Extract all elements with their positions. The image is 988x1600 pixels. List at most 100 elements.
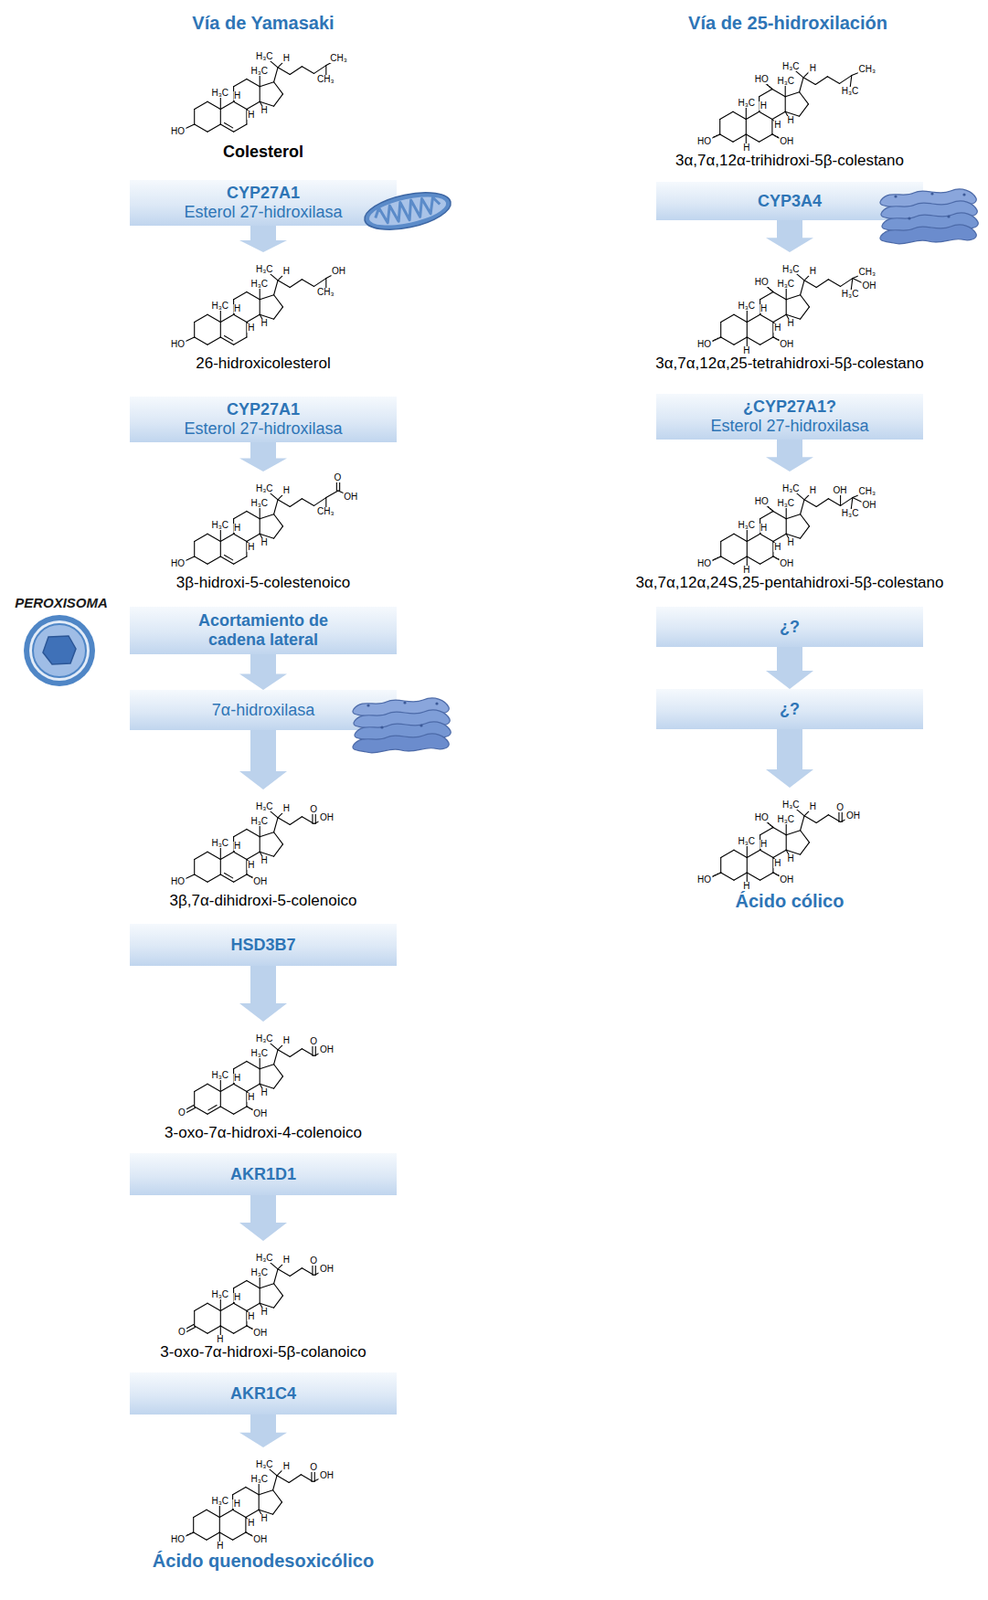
structure-formula: H₃COOHH₃CHH₃CHHHOHOH: [167, 1241, 361, 1344]
atom-label: H₃C: [254, 1034, 275, 1044]
chemical-bond: [193, 1083, 207, 1092]
atom-label: H₃C: [211, 520, 231, 531]
chemical-bond: [313, 65, 326, 75]
chemical-bond: [720, 541, 722, 557]
atom-label: H: [786, 854, 796, 864]
chemical-bond: [733, 872, 747, 881]
chemical-bond: [220, 851, 234, 860]
chemical-bond: [220, 533, 234, 542]
flow-arrow: [239, 1195, 287, 1242]
chemical-bond: [746, 849, 760, 858]
atom-label: HO: [754, 813, 770, 823]
chemical-bond: [259, 1490, 274, 1496]
chemical-bond: [839, 498, 852, 507]
chemical-bond: [746, 533, 760, 542]
compound-name: 3α,7α,12α,25-tetrahidroxi-5β-colestano: [655, 354, 924, 373]
atom-label: HO: [696, 559, 712, 569]
atom-label: H: [215, 1541, 224, 1552]
enzyme-name: Acortamiento de cadena lateral: [176, 611, 351, 649]
atom-label: OH: [252, 1535, 268, 1545]
atom-label: H: [233, 304, 242, 314]
atom-label: HO: [169, 127, 186, 137]
atom-label: CH₃: [858, 64, 878, 75]
chemical-bond: [258, 299, 260, 316]
chemical-bond: [839, 278, 852, 287]
atom-label: H₃C: [840, 509, 861, 519]
atom-label: O: [308, 1463, 319, 1473]
chemical-bond: [289, 499, 302, 508]
chemical-bond: [720, 872, 734, 881]
chemical-bond: [746, 314, 760, 322]
atom-label: H: [759, 304, 768, 314]
atom-label: H₃C: [737, 837, 757, 847]
atom-label: H₃C: [249, 499, 269, 509]
atom-label: HO: [169, 877, 186, 887]
chemical-bond: [273, 1064, 283, 1077]
chemical-bond: [273, 1076, 283, 1089]
chemical-bond: [289, 1475, 302, 1484]
flow-arrow: [765, 729, 814, 788]
atom-label: OH: [778, 137, 795, 147]
chemical-bond: [233, 533, 246, 542]
chemical-bond: [816, 815, 829, 824]
chemical-bond: [273, 1284, 283, 1297]
atom-label: H: [246, 860, 255, 871]
compound-name: Colesterol: [167, 141, 361, 162]
atom-label: H₃C: [840, 289, 861, 299]
atom-label: H: [773, 120, 782, 130]
atom-label: H: [808, 63, 818, 74]
atom-label: OH: [252, 1109, 268, 1119]
chemical-bond: [193, 533, 207, 542]
chemical-bond: [245, 510, 259, 519]
chemical-bond: [193, 1091, 195, 1107]
chemical-bond: [313, 498, 326, 507]
chemical-bond: [233, 291, 246, 299]
chemical-bond: [289, 279, 302, 288]
chemical-bond: [245, 1061, 259, 1069]
chemical-bond: [273, 307, 283, 319]
atom-label: H: [246, 323, 255, 333]
enzyme-band: AKR1C4: [129, 1372, 397, 1415]
chemical-bond: [245, 1303, 259, 1311]
atom-label: H₃C: [737, 520, 757, 531]
chemical-bond: [839, 75, 852, 85]
chemical-bond: [786, 92, 800, 97]
atom-label: H: [808, 266, 818, 277]
atom-label: H: [742, 565, 751, 575]
chemical-bond: [206, 1509, 220, 1518]
chemical-bond: [289, 817, 302, 826]
chemical-bond: [258, 1288, 260, 1305]
atom-label: HO: [754, 497, 770, 507]
chemical-bond: [258, 837, 260, 853]
atom-label: H: [786, 538, 796, 548]
atom-label: H₃C: [211, 88, 231, 98]
chemical-bond: [233, 101, 246, 109]
chemical-bond: [259, 1284, 274, 1289]
chemical-bond: [273, 1502, 283, 1515]
peroxisome-membrane: [23, 615, 96, 687]
chemical-bond: [233, 851, 246, 860]
flow-arrow: [239, 1414, 287, 1448]
chemical-bond: [720, 857, 722, 873]
chemical-bond: [759, 337, 773, 345]
chemical-bond: [233, 1532, 246, 1541]
enzyme-band: 7α-hidroxilasa: [129, 690, 397, 731]
peroxisome-gap: [29, 620, 90, 681]
atom-label: H: [260, 856, 269, 866]
atom-label: OH: [252, 1328, 268, 1339]
chemical-bond: [207, 314, 221, 322]
enzyme-name: CYP27A1: [226, 400, 300, 420]
chemical-bond: [746, 111, 760, 119]
chemical-bond: [277, 67, 290, 75]
structure-formula: H₃COOHH₃CHH₃CHHHOOH: [167, 1021, 361, 1125]
atom-label: O: [308, 1037, 319, 1047]
chemical-bond: [193, 124, 207, 132]
peroxisome-icon: [23, 615, 96, 687]
chemical-bond: [273, 280, 277, 296]
chemical-bond: [301, 499, 314, 507]
enzyme-band: ¿?: [656, 606, 924, 648]
chemical-bond: [799, 499, 804, 515]
chemical-bond: [720, 118, 722, 135]
chemical-bond: [233, 337, 246, 345]
atom-label: H: [282, 804, 291, 814]
